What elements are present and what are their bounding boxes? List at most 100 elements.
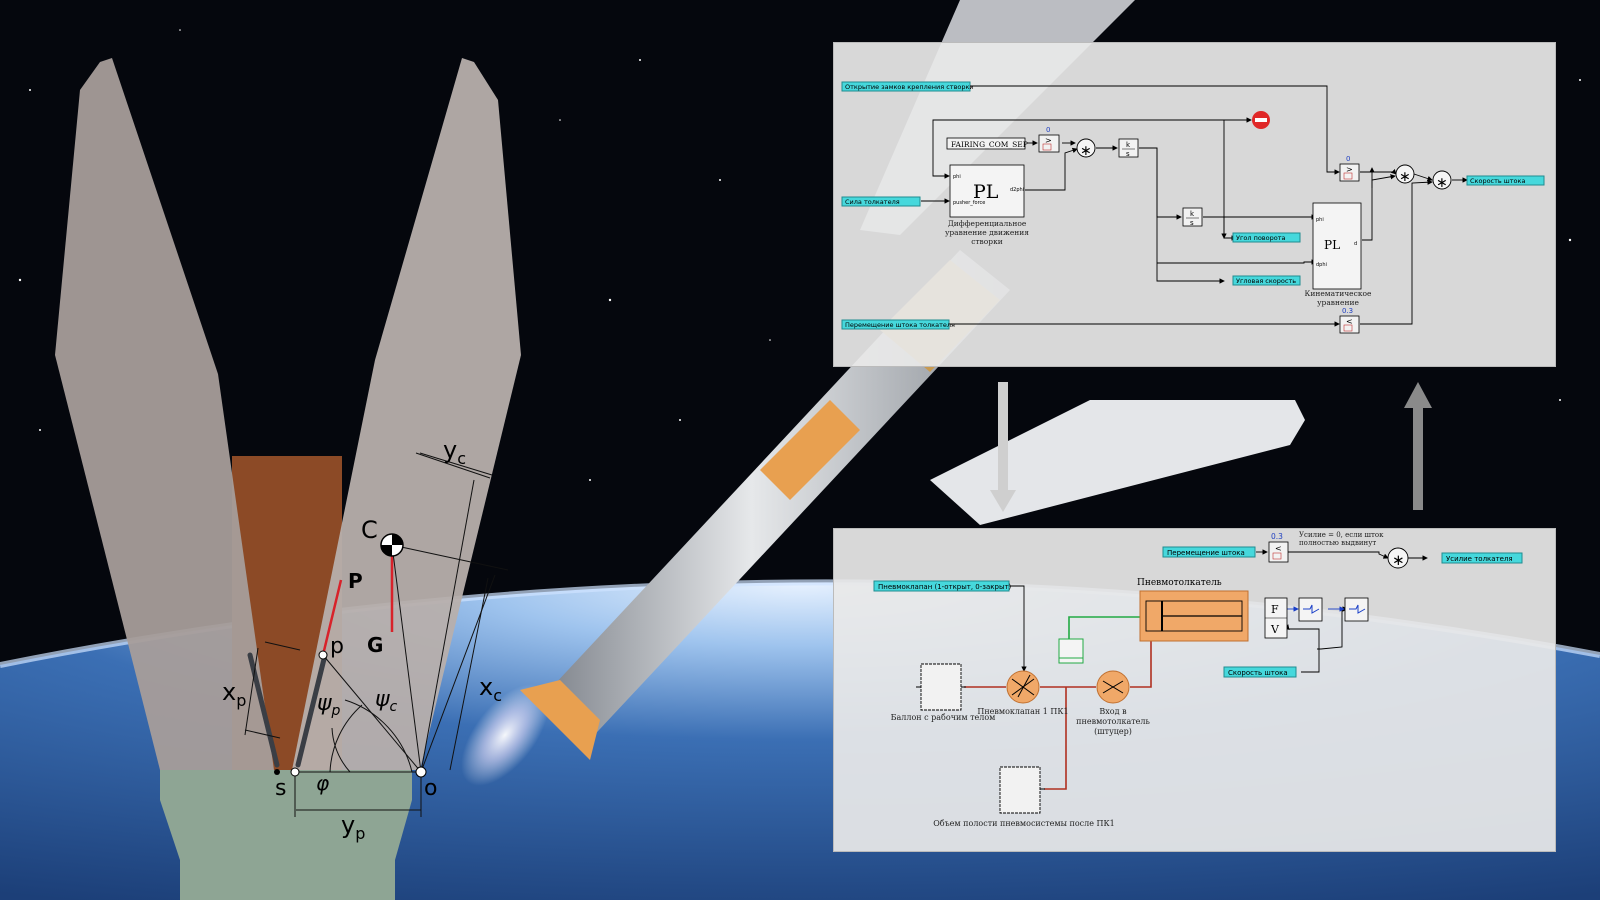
force-P-arrow xyxy=(321,579,343,656)
svg-text:yc: yc xyxy=(443,436,466,468)
label-psi-p-sub: p xyxy=(331,703,341,719)
input-rod-speed[interactable] xyxy=(1223,666,1297,678)
input-valve-state-label: Пневмоклапан (1-открыт, 0-закрыт) xyxy=(878,583,1012,591)
input-rod-speed-label: Скорость штока xyxy=(1228,669,1288,677)
fairing-base xyxy=(160,770,412,900)
output-pusher-force-label: Усилие толкателя xyxy=(1446,555,1513,563)
fairing-half-left xyxy=(55,58,274,770)
compare-zero-2-op: > xyxy=(1346,165,1353,174)
simulink-panel-kinematics: Открытие замков крепления створки Сила т… xyxy=(833,42,1556,367)
fv-F-label: F xyxy=(1271,603,1279,616)
compare-03-value: 0.3 xyxy=(1342,307,1353,315)
input-pusher-force-label: Сила толкателя xyxy=(845,198,900,206)
output-angular-speed-label: Угловая скорость xyxy=(1236,277,1296,285)
multiply-block-2[interactable] xyxy=(1395,164,1415,184)
label-x: x xyxy=(222,678,236,706)
diff-eq-caption: Дифференциальное уравнение движения ство… xyxy=(944,219,1030,246)
svg-text:yp: yp xyxy=(341,811,365,843)
input-rod-displacement[interactable] xyxy=(841,319,950,330)
label-psi: ψ xyxy=(317,691,332,716)
output-rod-speed[interactable] xyxy=(1466,175,1545,186)
multiply-1-symbol: ∗ xyxy=(1080,143,1092,159)
pl-block-differential[interactable] xyxy=(949,164,1025,218)
input-valve-state[interactable] xyxy=(873,580,1010,592)
svg-text:xp: xp xyxy=(222,678,246,710)
output-angle-label: Угол поворота xyxy=(1236,234,1285,242)
fv-V-label: V xyxy=(1270,623,1280,636)
input-pusher-force[interactable] xyxy=(841,196,921,207)
pl-block-kinematic[interactable] xyxy=(1312,202,1362,290)
output-angle[interactable] xyxy=(1232,232,1301,243)
compare-03-value: 0.3 xyxy=(1271,532,1283,541)
output-angular-speed[interactable] xyxy=(1232,275,1301,286)
label-phi: φ xyxy=(316,771,329,795)
svg-text:xc: xc xyxy=(479,673,502,705)
label-C: C xyxy=(361,516,378,544)
label-psi: ψ xyxy=(375,687,390,712)
inlet-caption: Вход в пневмотолкатель (штуцер) xyxy=(1076,707,1150,736)
fairing-geometry-diagram: yc C P G p xp ψp ψc xc φ s o yp xyxy=(55,58,521,900)
multiply-symbol: ∗ xyxy=(1392,551,1405,569)
label-xc-sub: c xyxy=(493,686,502,705)
label-yc-sub: c xyxy=(457,449,466,468)
integrator-1-s: s xyxy=(1126,150,1130,158)
output-rod-speed-label: Скорость штока xyxy=(1470,177,1525,185)
compare-zero-2-value: 0 xyxy=(1346,155,1350,163)
pneumo-pusher-title: Пневмотолкатель xyxy=(1137,578,1222,588)
integrator-block-2[interactable] xyxy=(1182,207,1203,227)
atmosphere-reservoir-block[interactable] xyxy=(1058,638,1084,664)
label-o: o xyxy=(424,776,437,801)
compare-03-op: < xyxy=(1346,317,1353,326)
input-latch-open[interactable] xyxy=(841,81,971,92)
compare-zero-block-1[interactable] xyxy=(1038,134,1060,153)
label-s: s xyxy=(275,776,286,801)
compare-zero-block-2[interactable] xyxy=(1339,163,1360,182)
compare-03-op: < xyxy=(1275,544,1282,553)
label-x: x xyxy=(479,673,493,701)
pl-port-pusher: pusher_force xyxy=(953,200,985,206)
compare-03-block[interactable] xyxy=(1268,541,1289,563)
svg-text:ψc: ψc xyxy=(375,687,398,715)
label-y: y xyxy=(341,811,355,839)
label-psi-c-sub: c xyxy=(390,699,398,715)
pl-port-phi: phi xyxy=(953,174,961,180)
label-P: P xyxy=(348,569,363,593)
label-xp-sub: p xyxy=(236,691,246,710)
valve-pk1-block[interactable] xyxy=(1006,670,1040,704)
label-G: G xyxy=(367,633,383,657)
fairing-com-sep-label: FAIRING_COM_SEP xyxy=(951,140,1028,149)
label-yp-sub: p xyxy=(355,824,365,843)
fairing-com-sep-block[interactable] xyxy=(946,137,1026,150)
integrator-block-1[interactable] xyxy=(1118,138,1139,158)
pl-block-1-label: PL xyxy=(973,181,999,203)
stars xyxy=(18,29,1581,601)
flow-arrows xyxy=(990,382,1432,512)
gas-balloon-block[interactable] xyxy=(916,663,966,711)
force-zero-note: Усилие = 0, если шток полностью выдвинут xyxy=(1299,531,1384,547)
label-p: p xyxy=(330,634,344,659)
output-pusher-force[interactable] xyxy=(1441,552,1523,564)
input-latch-open-label: Открытие замков крепления створки xyxy=(845,83,974,91)
signal-converter-2[interactable] xyxy=(1344,597,1369,622)
multiply-block-1[interactable] xyxy=(1076,138,1096,158)
input-rod-displacement-label: Перемещение штока толкателя xyxy=(845,321,955,329)
fairing-half-right xyxy=(292,58,521,770)
multiply-block[interactable] xyxy=(1387,547,1409,569)
label-y: y xyxy=(443,436,457,464)
multiply-2-symbol: ∗ xyxy=(1399,169,1411,185)
valve-caption: Пневмоклапан 1 ПК1 xyxy=(977,707,1069,716)
integrator-2-s: s xyxy=(1190,219,1194,227)
pl-port-d2phi: d2phi xyxy=(1010,187,1024,193)
input-rod-displacement[interactable] xyxy=(1162,546,1256,558)
volume-caption: Объем полости пневмосистемы после ПК1 xyxy=(933,819,1115,828)
pl-block-2-label: PL xyxy=(1324,238,1340,252)
balloon-caption: Баллон с рабочим телом xyxy=(890,713,996,722)
svg-text:ψp: ψp xyxy=(317,691,341,719)
compare-03-block[interactable] xyxy=(1339,315,1360,334)
cavity-volume-block[interactable] xyxy=(999,766,1045,814)
multiply-block-3[interactable] xyxy=(1432,170,1452,190)
signal-converter-1[interactable] xyxy=(1298,597,1323,622)
pl2-port-phi: phi xyxy=(1316,217,1324,223)
compare-zero-1-op: > xyxy=(1045,136,1052,145)
inlet-orifice-block[interactable] xyxy=(1096,670,1130,704)
